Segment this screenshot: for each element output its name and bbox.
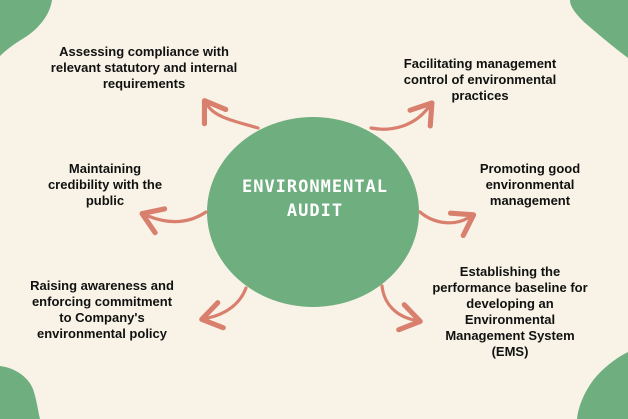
label-line: management: [489, 193, 571, 208]
arrow-to-establishing-baseline: [380, 284, 423, 333]
label-line: Environmental: [464, 312, 556, 327]
label-line: enforcing commitment: [31, 294, 173, 309]
label-line: Maintaining: [68, 161, 142, 176]
label-line: environmental: [485, 177, 575, 192]
label-line: developing an: [466, 296, 554, 311]
center-title: ENVIRONMENTAL AUDIT: [205, 175, 425, 223]
arrow-to-maintaining-credibility: [139, 206, 208, 236]
label-promoting-management: Promoting good environmental management: [450, 161, 610, 209]
label-assessing-compliance: Assessing compliance with relevant statu…: [14, 44, 274, 92]
label-line: Facilitating management: [403, 56, 557, 71]
label-facilitating-management: Facilitating management control of envir…: [365, 56, 595, 104]
label-line: practices: [451, 88, 509, 103]
label-line: environmental policy: [36, 326, 168, 341]
label-line: Assessing compliance with: [59, 44, 229, 59]
label-line: (EMS): [491, 344, 529, 359]
label-line: control of environmental: [403, 72, 557, 87]
arrow-to-promoting-management: [418, 210, 477, 239]
label-line: to Company's: [59, 310, 145, 325]
label-line: public: [85, 193, 125, 208]
corner-shape-bottom-right: [577, 352, 628, 419]
label-line: Promoting good: [479, 161, 581, 176]
corner-shape-top-right: [570, 0, 628, 58]
label-line: credibility with the: [47, 177, 163, 192]
center-circle: [207, 117, 419, 307]
label-line: Establishing the: [459, 264, 561, 279]
center-title-line-2: AUDIT: [286, 201, 344, 221]
arrow-to-assessing-compliance: [201, 98, 260, 130]
arrow-to-facilitating-management: [369, 100, 435, 131]
label-line: Raising awareness and: [30, 278, 174, 293]
label-line: performance baseline for: [432, 280, 588, 295]
corner-shape-bottom-left: [0, 366, 40, 419]
label-line: requirements: [102, 76, 186, 91]
label-raising-awareness: Raising awareness and enforcing commitme…: [2, 278, 202, 342]
label-line: Management System: [445, 328, 575, 343]
center-title-line-1: ENVIRONMENTAL: [241, 177, 389, 197]
label-maintaining-credibility: Maintaining credibility with the public: [20, 161, 190, 209]
corner-shape-top-left: [0, 0, 52, 56]
label-establishing-baseline: Establishing the performance baseline fo…: [405, 264, 615, 360]
label-line: relevant statutory and internal: [50, 60, 238, 75]
arrow-to-raising-awareness: [199, 286, 248, 331]
